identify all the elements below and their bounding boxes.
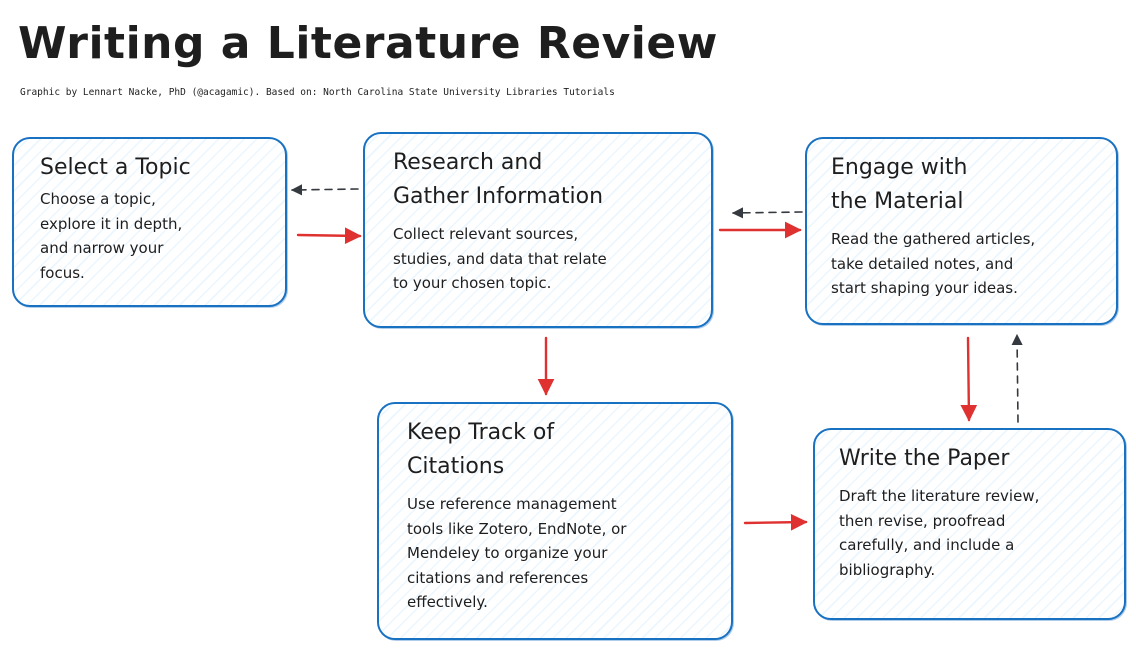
diagram-title: Writing a Literature Review (18, 18, 718, 69)
step-select-topic: Select a Topic Choose a topic, explore i… (12, 137, 287, 307)
step-description: Draft the literature review, then revise… (839, 487, 1040, 579)
step-description: Collect relevant sources, studies, and d… (393, 225, 607, 292)
arrow-write-back-to-engage (1011, 333, 1023, 423)
step-engage: Engage with the Material Read the gather… (805, 137, 1118, 325)
arrow-engage-to-write (960, 336, 978, 422)
arrow-topic-to-research (296, 227, 362, 245)
step-research: Research and Gather Information Collect … (363, 132, 713, 328)
step-description: Read the gathered articles, take detaile… (831, 230, 1036, 297)
diagram-credit: Graphic by Lennart Nacke, PhD (@acagamic… (20, 87, 615, 98)
step-title: Research and Gather Information (393, 150, 604, 209)
step-title: Write the Paper (839, 446, 1010, 471)
arrow-research-back-to-topic (290, 184, 359, 196)
step-citations: Keep Track of Citations Use reference ma… (377, 402, 733, 640)
arrow-citations-to-write (743, 513, 808, 531)
step-title: Keep Track of Citations (407, 420, 555, 479)
step-title: Select a Topic (40, 155, 191, 180)
step-description: Use reference management tools like Zote… (407, 495, 627, 611)
step-title: Engage with the Material (831, 155, 968, 214)
step-description: Choose a topic, explore it in depth, and… (40, 190, 183, 282)
arrow-engage-back-to-research (731, 207, 803, 219)
step-write: Write the Paper Draft the literature rev… (813, 428, 1126, 620)
